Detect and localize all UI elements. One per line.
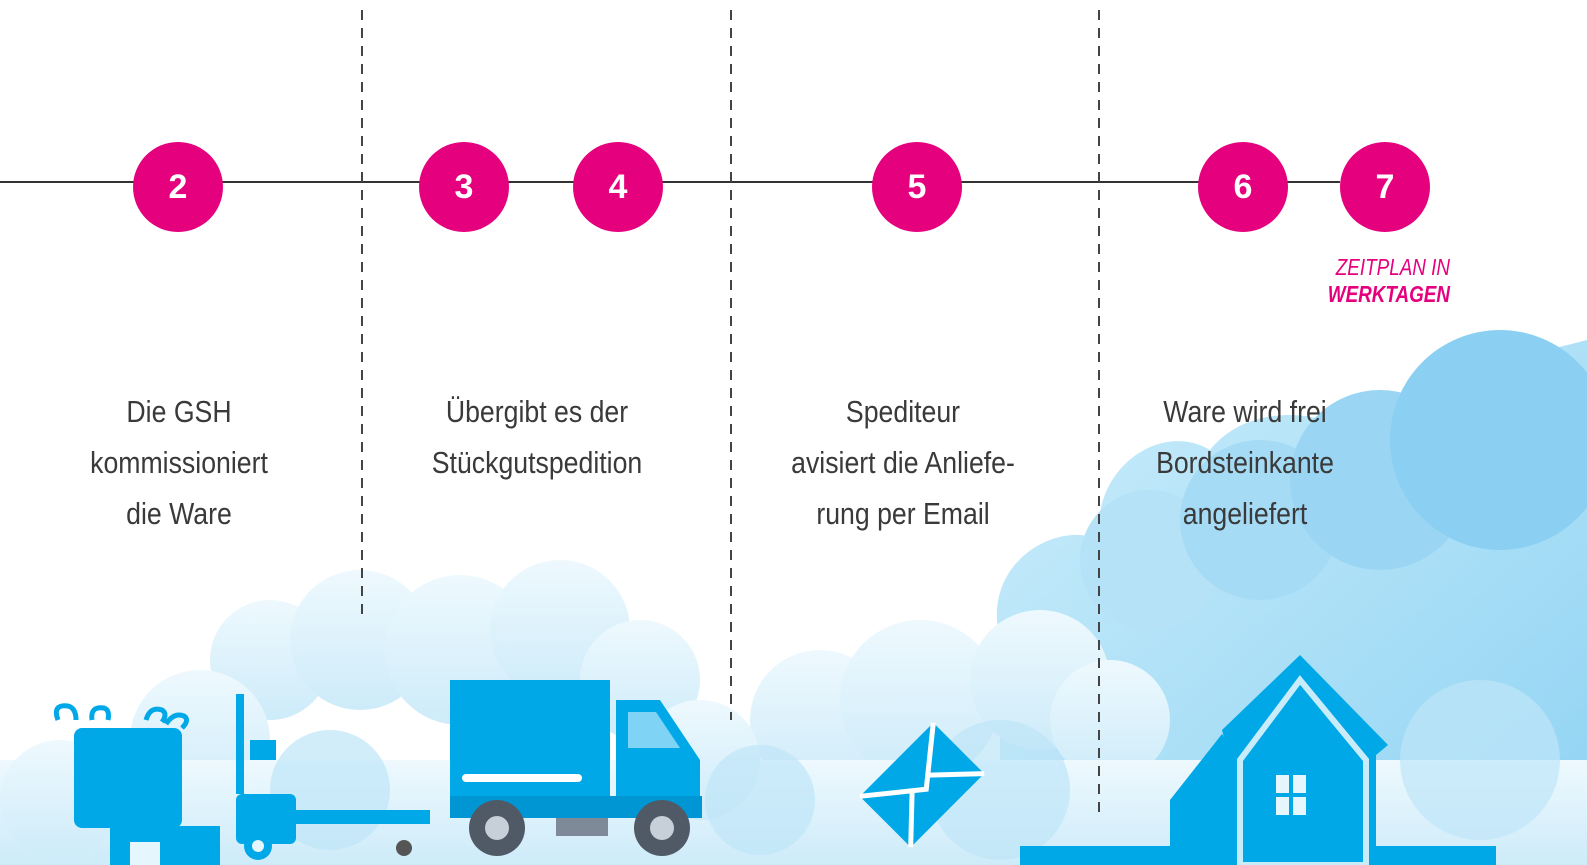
column-separators: [361, 10, 1100, 815]
caption-notification: Spediteur avisiert die Anliefe- rung per…: [774, 386, 1032, 539]
house-icon: [1020, 655, 1496, 865]
big-bag-icon: [53, 703, 220, 865]
caption-line: die Ware: [126, 496, 232, 531]
caption-delivery: Ware wird frei Bordsteinkante angeliefer…: [1116, 386, 1374, 539]
caption-line: Stückgutspedition: [431, 445, 643, 480]
caption-line: Bordsteinkante: [1156, 445, 1334, 480]
step-number: 4: [608, 167, 628, 206]
caption-handover: Übergibt es der Stückgutspedition: [408, 386, 666, 488]
timeline-note: ZEITPLAN IN WERKTAGEN: [1212, 254, 1450, 308]
caption-commission: Die GSH kommissioniert die Ware: [50, 386, 308, 539]
step-number: 7: [1375, 167, 1395, 206]
step-circle-3: 3: [419, 142, 509, 232]
step-number: 2: [168, 167, 188, 206]
step-circle-7: 7: [1340, 142, 1430, 232]
step-number: 5: [907, 167, 927, 206]
step-circle-5: 5: [872, 142, 962, 232]
caption-line: Die GSH: [126, 394, 232, 429]
timeline-note-prefix: ZEITPLAN IN: [1335, 254, 1450, 280]
caption-line: avisiert die Anliefe-: [791, 445, 1015, 480]
step-circle-4: 4: [573, 142, 663, 232]
delivery-truck-icon: [450, 680, 702, 856]
caption-line: angeliefert: [1182, 496, 1308, 531]
caption-line: rung per Email: [816, 496, 990, 531]
step-number: 3: [454, 167, 474, 206]
caption-line: kommissioniert: [90, 445, 268, 480]
envelope-icon: [859, 722, 985, 848]
step-circle-2: 2: [133, 142, 223, 232]
pallet-jack-icon: [236, 694, 430, 860]
caption-line: Übergibt es der: [445, 394, 629, 429]
caption-line: Spediteur: [845, 394, 961, 429]
timeline-note-emphasis: WERKTAGEN: [1327, 281, 1450, 307]
step-number: 6: [1233, 167, 1253, 206]
caption-line: Ware wird frei: [1163, 394, 1327, 429]
step-circle-6: 6: [1198, 142, 1288, 232]
